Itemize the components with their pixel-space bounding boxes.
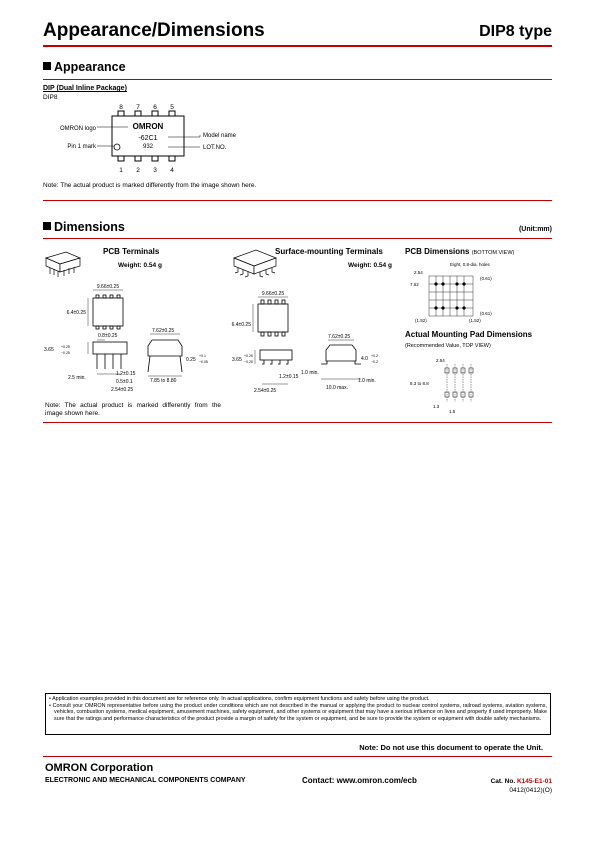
- svg-text:0.8±0.25: 0.8±0.25: [98, 333, 118, 339]
- appearance-diagram: 8 7 6 5 1 2 3 4 OMRON -62C1 932 OMRON lo…: [60, 104, 237, 174]
- svg-text:+0.25: +0.25: [244, 354, 253, 358]
- company-name: OMRON Corporation: [45, 762, 154, 774]
- svg-text:1.2±0.15: 1.2±0.15: [279, 374, 299, 380]
- chip-logo: OMRON: [133, 122, 164, 131]
- svg-text:(0.61): (0.61): [480, 276, 492, 281]
- svg-text:+0.2: +0.2: [371, 354, 378, 358]
- pcb-terminals-title: PCB Terminals: [103, 247, 160, 256]
- dimensions-bottom-rule: [43, 422, 552, 423]
- dimensions-note: Note: The actual product is marked diffe…: [45, 402, 221, 417]
- svg-text:9.66±0.25: 9.66±0.25: [262, 291, 284, 297]
- svg-text:1.0 min.: 1.0 min.: [358, 378, 376, 384]
- mounting-pad-subtitle: (Recommended Value, TOP VIEW): [405, 343, 491, 349]
- svg-text:1.0 min.: 1.0 min.: [301, 370, 319, 376]
- svg-text:2.5 min.: 2.5 min.: [68, 375, 86, 381]
- svg-text:6.4±0.25: 6.4±0.25: [232, 322, 252, 328]
- pin-7: 7: [136, 104, 140, 111]
- svg-text:2.54: 2.54: [414, 270, 423, 275]
- svg-text:(1.52): (1.52): [415, 318, 427, 323]
- pcb-chip-3d: [44, 251, 82, 277]
- pcb-dimensions-title: PCB Dimensions (BOTTOM VIEW): [405, 247, 515, 256]
- pin-6: 6: [153, 104, 157, 111]
- pcb-terminals-weight: Weight: 0.54 g: [118, 262, 162, 269]
- svg-text:2.54±0.25: 2.54±0.25: [254, 388, 276, 394]
- pin-8: 8: [119, 104, 123, 111]
- contact-link[interactable]: Contact: www.omron.com/ecb: [302, 776, 417, 785]
- notice-item: • Application examples provided in this …: [49, 696, 430, 702]
- footer-rule: [43, 756, 552, 757]
- notice-box: • Application examples provided in this …: [45, 693, 551, 735]
- svg-text:−0.2: −0.2: [371, 360, 378, 364]
- svg-text:+0.25: +0.25: [61, 345, 70, 349]
- svg-text:2.54±0.25: 2.54±0.25: [111, 387, 133, 393]
- smt-chip-3d: [233, 249, 277, 278]
- svg-text:1.3: 1.3: [433, 404, 440, 409]
- smt-terminals-drawing: 9.66±0.25 6.4±0.25 3.65 +0.25 −0.25 1.2±…: [232, 249, 378, 394]
- svg-text:Eight, 0.8-dia. holes: Eight, 0.8-dia. holes: [450, 262, 491, 267]
- svg-text:4.0: 4.0: [361, 356, 368, 362]
- mounting-pad-drawing: 2.54 8.3 to 8.8 1.3 1.5: [410, 358, 474, 414]
- svg-text:3.65: 3.65: [232, 357, 242, 363]
- dimensions-rule: [43, 238, 552, 239]
- svg-text:8.3 to 8.8: 8.3 to 8.8: [410, 381, 429, 386]
- svg-text:2.54: 2.54: [436, 358, 445, 363]
- svg-text:−0.05: −0.05: [199, 360, 208, 364]
- svg-text:1.5: 1.5: [449, 409, 456, 414]
- svg-text:9.66±0.25: 9.66±0.25: [97, 284, 119, 290]
- warning-note: Note: Do not use this document to operat…: [359, 743, 543, 752]
- package-subtitle: DIP8: [43, 94, 58, 101]
- svg-text:7.62±0.25: 7.62±0.25: [328, 334, 350, 340]
- omron-logo-label: OMRON logo: [60, 126, 97, 132]
- pin-1: 1: [119, 167, 123, 174]
- appearance-bottom-rule: [43, 200, 552, 201]
- svg-text:3.65: 3.65: [44, 347, 54, 353]
- package-type: DIP8 type: [479, 23, 552, 40]
- svg-text:7.62±0.25: 7.62±0.25: [152, 328, 174, 334]
- chip-body: [111, 115, 185, 157]
- svg-text:7.62: 7.62: [410, 282, 419, 287]
- notice-item: • Consult your OMRON representative befo…: [49, 702, 547, 722]
- svg-text:10.0 max.: 10.0 max.: [326, 385, 348, 391]
- svg-text:+0.1: +0.1: [199, 354, 206, 358]
- header-rule: [43, 45, 552, 47]
- chip-lot: 932: [143, 144, 154, 150]
- pin1-label: Pin 1 mark: [67, 144, 97, 150]
- pin-2: 2: [136, 167, 140, 174]
- smt-terminals-weight: Weight: 0.54 g: [348, 262, 392, 269]
- package-title: DIP (Dual Inline Package): [43, 85, 127, 92]
- lot-no-label: LOT.NO.: [203, 145, 227, 151]
- chip-model: -62C1: [138, 135, 157, 142]
- svg-text:(0.61): (0.61): [480, 311, 492, 316]
- appearance-rule: [43, 79, 552, 80]
- pin1-mark-icon: [113, 143, 121, 151]
- top-pins: [117, 110, 176, 162]
- dimensions-section-title: Dimensions: [43, 220, 125, 234]
- mounting-pad-title: Actual Mounting Pad Dimensions: [405, 330, 533, 339]
- svg-text:7.85 to 8.80: 7.85 to 8.80: [150, 378, 177, 384]
- unit-label: (Unit:mm): [518, 226, 552, 233]
- svg-text:6.4±0.25: 6.4±0.25: [67, 310, 87, 316]
- catalog-date: 0412(0412)(O): [509, 787, 552, 794]
- appearance-note: Note: The actual product is marked diffe…: [43, 182, 257, 189]
- pin-5: 5: [170, 104, 174, 111]
- pin-4: 4: [170, 167, 174, 174]
- svg-text:0.5±0.1: 0.5±0.1: [116, 379, 133, 385]
- smt-terminals-title: Surface-mounting Terminals: [275, 247, 383, 256]
- appearance-section-title: Appearance: [43, 60, 126, 74]
- svg-text:1.2±0.15: 1.2±0.15: [116, 371, 136, 377]
- svg-text:−0.25: −0.25: [61, 351, 70, 355]
- svg-text:(1.52): (1.52): [469, 318, 481, 323]
- svg-text:0.25: 0.25: [186, 357, 196, 363]
- pin-3: 3: [153, 167, 157, 174]
- model-name-label: Model name: [203, 133, 237, 139]
- pcb-dimensions-drawing: Eight, 0.8-dia. holes 2.54 7.62 (0.61) (…: [410, 262, 492, 323]
- pcb-terminals-drawing: 9.66±0.25 6.4±0.25 0.8±0.25 3.65 +0.25 −…: [44, 251, 208, 393]
- catalog-number: Cat. No. K145-E1-01: [490, 778, 552, 785]
- company-division: ELECTRONIC AND MECHANICAL COMPONENTS COM…: [45, 777, 246, 784]
- svg-text:−0.25: −0.25: [244, 360, 253, 364]
- page-title: Appearance/Dimensions: [43, 20, 265, 41]
